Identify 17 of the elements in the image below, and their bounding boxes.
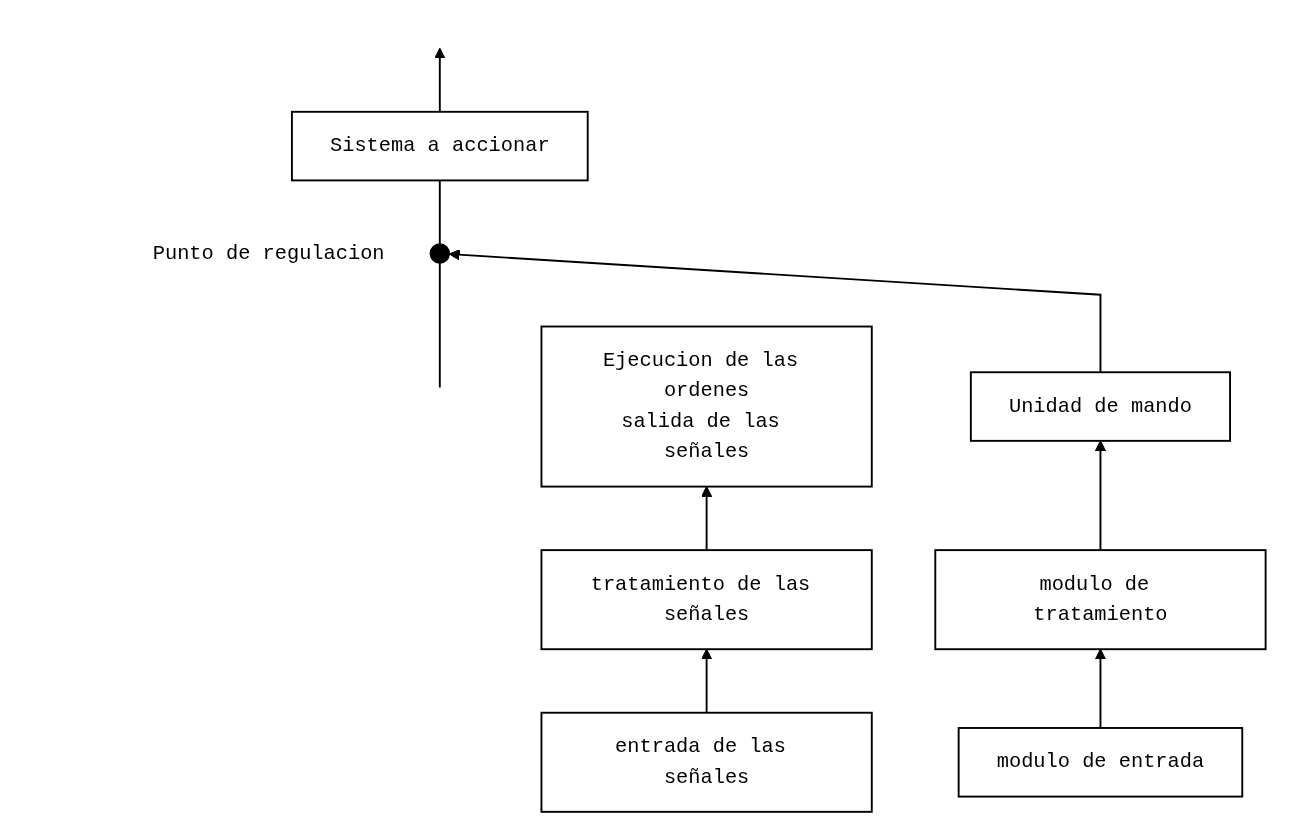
arrow: [448, 249, 1102, 374]
connector: [438, 179, 441, 245]
node-box: Sistema a accionar: [291, 110, 589, 182]
arrow: [1095, 440, 1107, 552]
node-label: Punto de regulacion: [152, 242, 385, 265]
arrow: [1095, 648, 1107, 729]
node-box: modulo de tratamiento: [934, 549, 1267, 651]
node-box: tratamiento de las señales: [540, 549, 873, 651]
node-box: Ejecucion de las ordenes salida de las señales: [540, 325, 873, 488]
arrow: [701, 648, 713, 714]
node-box: modulo de entrada: [957, 727, 1244, 798]
node-box: entrada de las señales: [540, 711, 873, 813]
node-box: Unidad de mando: [970, 371, 1232, 442]
arrow: [701, 486, 713, 552]
connector: [438, 262, 441, 389]
arrow: [434, 47, 446, 113]
node-circle: [429, 243, 451, 264]
